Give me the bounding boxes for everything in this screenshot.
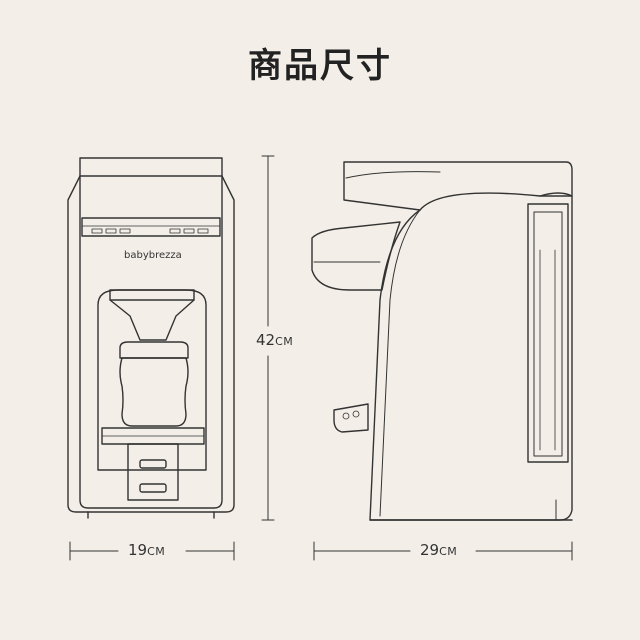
width-dimension-label: 19CM: [124, 541, 170, 559]
depth-dimension-label: 29CM: [416, 541, 462, 559]
control-buttons: [91, 228, 209, 234]
front-view: [67, 157, 235, 519]
brand-logo-text: babybrezza: [124, 250, 182, 261]
side-view: [311, 161, 573, 521]
page-title: 商品尺寸: [248, 46, 392, 86]
height-dimension-label: 42CM: [252, 331, 298, 349]
dimension-lines: [69, 155, 573, 561]
